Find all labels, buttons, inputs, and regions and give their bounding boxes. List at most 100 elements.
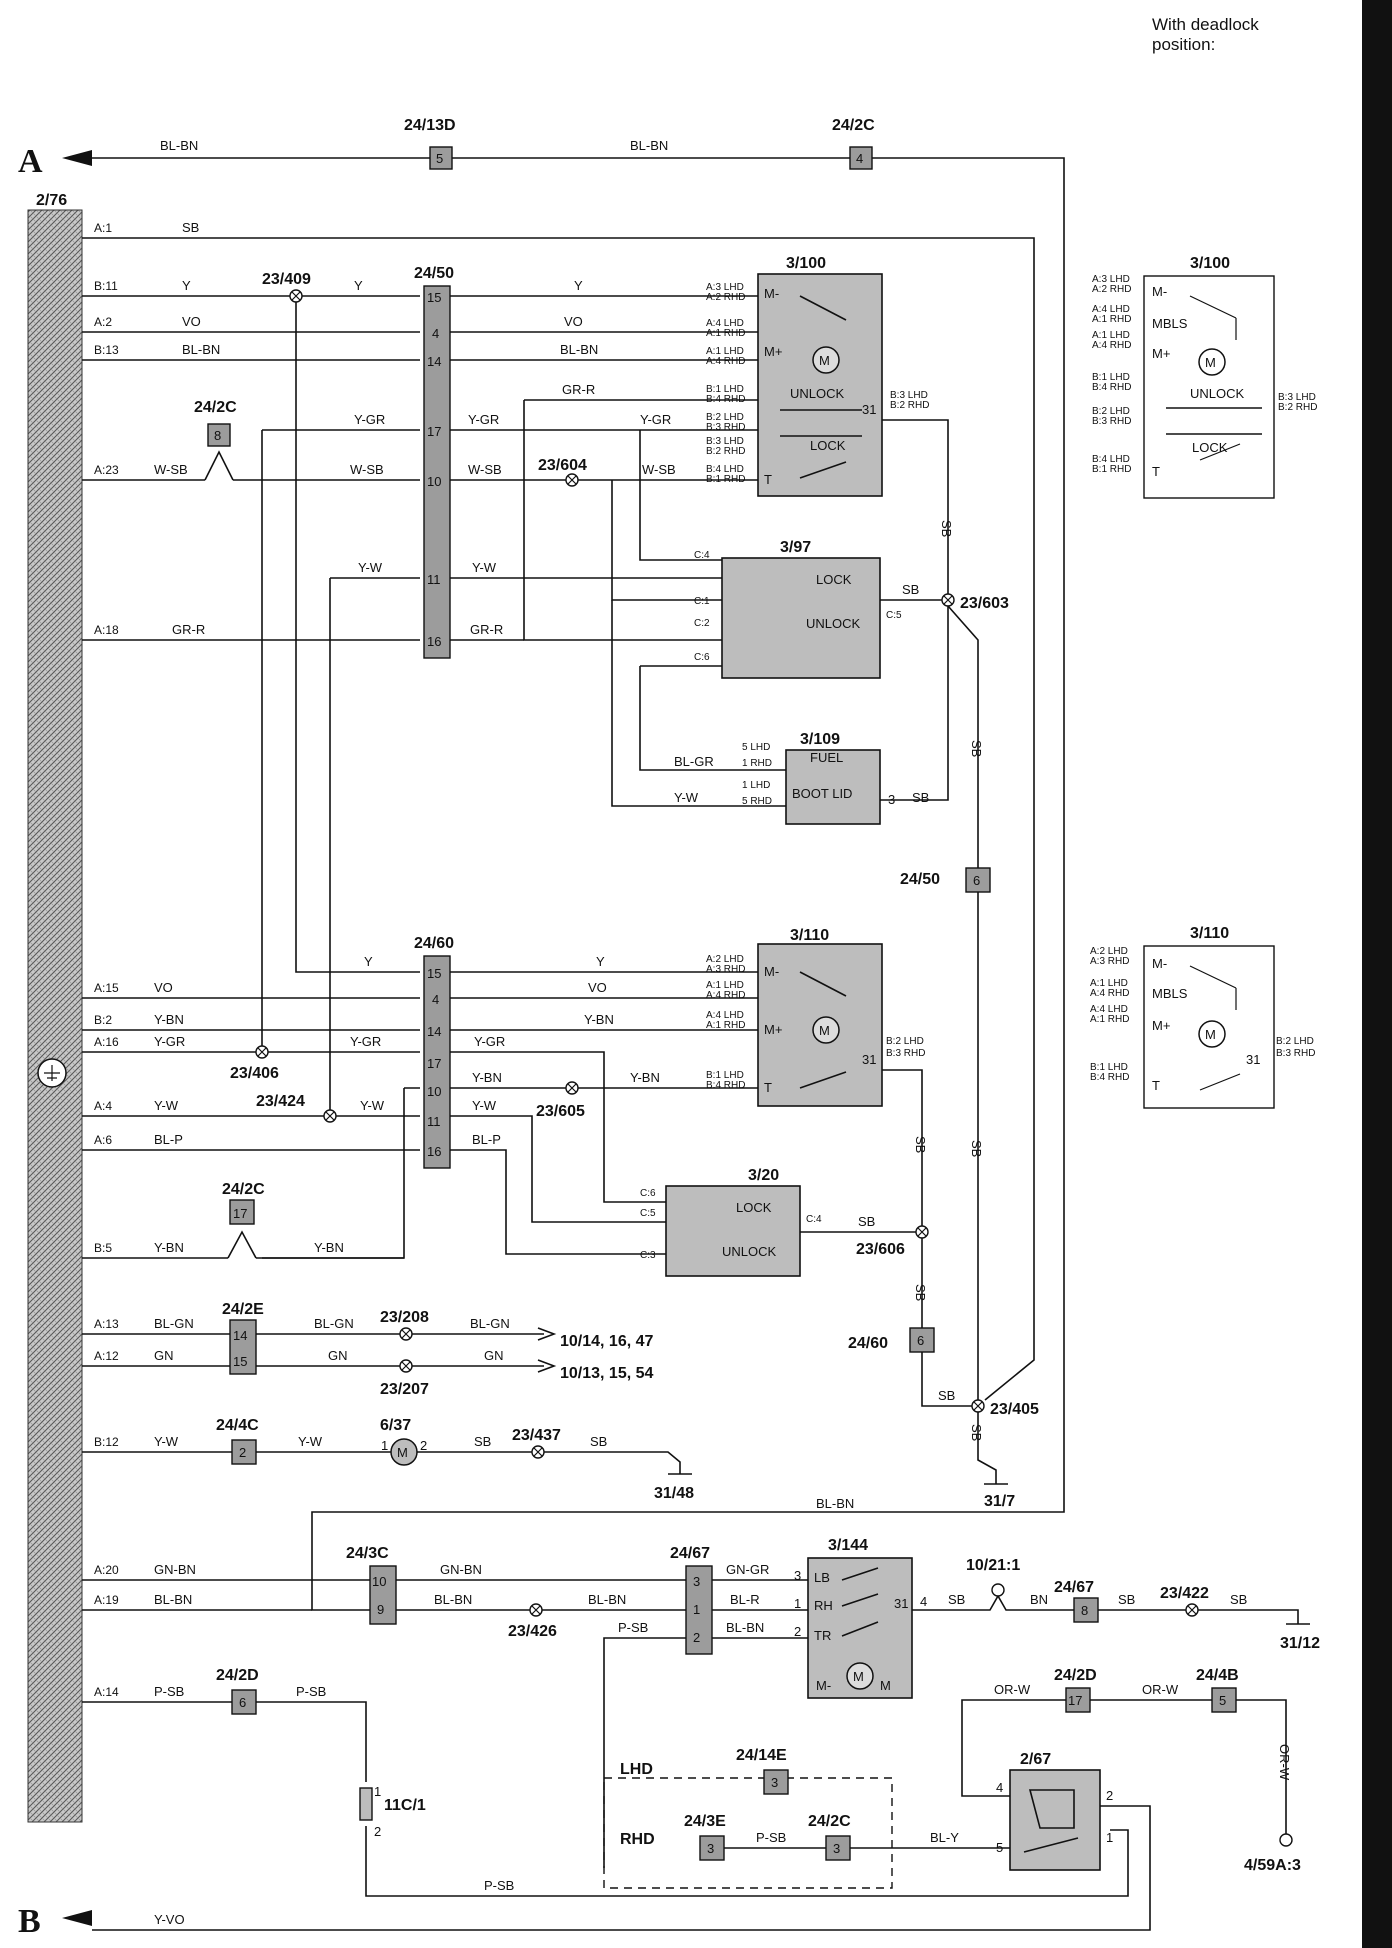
component-fuel-label: FUEL xyxy=(810,750,843,765)
pin-number: 1 xyxy=(794,1596,801,1611)
pin-label: B:3 RHD xyxy=(706,422,745,433)
wire-label: Y xyxy=(354,278,363,293)
pin-number: 4 xyxy=(996,1780,1003,1795)
inset-pin-m-minus: M- xyxy=(1152,284,1167,299)
component-pin-m-minus: M- xyxy=(764,286,779,301)
component-pin-m-minus: M- xyxy=(816,1678,831,1693)
pin-label: B:3 RHD xyxy=(1276,1048,1315,1059)
wire-label: Y-GR xyxy=(474,1034,505,1049)
splice-mark xyxy=(531,1605,541,1615)
splice-mark xyxy=(257,1047,267,1057)
wire-label: Y-W xyxy=(298,1434,323,1449)
pin-label: A:2 LHD xyxy=(1090,946,1128,957)
connector-ref: 24/13D xyxy=(404,117,456,134)
connector-ref: 24/3C xyxy=(346,1545,389,1562)
pin-number: 17 xyxy=(233,1206,247,1221)
wire-label: BL-BN xyxy=(154,1592,192,1607)
wire-label: Y xyxy=(596,954,605,969)
connector-ref: 24/14E xyxy=(736,1747,787,1764)
splice-mark xyxy=(401,1329,411,1339)
pin-number: 15 xyxy=(427,290,441,305)
inset-unlock-label: UNLOCK xyxy=(1190,386,1245,401)
component-pin-m-plus: M+ xyxy=(764,1022,782,1037)
inset-motor-label: M xyxy=(1205,355,1216,370)
wires-24-67-to-3-144 xyxy=(712,1579,808,1639)
wire-sb-a1 xyxy=(82,237,1035,1401)
wire-label: SB xyxy=(969,1140,984,1157)
connector-pin-label: A:23 xyxy=(94,463,119,477)
inset-ref-3-110: 3/110 xyxy=(1190,925,1229,942)
wire-label: BL-BN xyxy=(816,1496,854,1511)
connector-pin-label: A:2 xyxy=(94,315,112,329)
connector-ref: 24/67 xyxy=(1054,1579,1094,1596)
wire-sb-144 xyxy=(912,1594,1074,1611)
pin-label: A:4 RHD xyxy=(1090,988,1129,999)
component-ref-3-144: 3/144 xyxy=(828,1537,868,1554)
pin-number: 16 xyxy=(427,1144,441,1159)
splice-mark xyxy=(567,1083,577,1093)
pin-label: B:1 LHD xyxy=(1090,1062,1128,1073)
component-pin-t: T xyxy=(764,1080,772,1095)
connector-pin-label: B:13 xyxy=(94,343,119,357)
splice-mark xyxy=(973,1401,983,1411)
wire-label: Y-BN xyxy=(584,1012,614,1027)
pin-number: 3 xyxy=(771,1775,778,1790)
pin-number: 3 xyxy=(794,1568,801,1583)
component-ref-6-37: 6/37 xyxy=(380,1417,411,1434)
splice-ref: 23/604 xyxy=(538,457,587,474)
splice-ref: 23/605 xyxy=(536,1103,585,1120)
wire-label: Y-W xyxy=(472,1098,497,1113)
wire-label: Y-BN xyxy=(630,1070,660,1085)
inset-ref-3-100: 3/100 xyxy=(1190,255,1230,272)
pin-number: 4 xyxy=(432,992,439,1007)
pin-number: 31 xyxy=(894,1596,908,1611)
arrow-b-head-icon xyxy=(62,1910,92,1926)
connector-pin-label: A:19 xyxy=(94,1593,119,1607)
inset-3-110-pins: A:2 LHD A:3 RHD A:1 LHD A:4 RHD A:4 LHD … xyxy=(1090,946,1129,1083)
pin-number: 2 xyxy=(420,1438,427,1453)
splice-mark xyxy=(291,291,301,301)
wire-label: Y-GR xyxy=(354,412,385,427)
connector-ref: 24/2C xyxy=(194,399,237,416)
pin-label: B:2 RHD xyxy=(1278,402,1317,413)
wire-label: Y xyxy=(364,954,373,969)
wire-y-gr-a16 xyxy=(82,1051,666,1203)
component-pin-m-minus: M- xyxy=(764,964,779,979)
connector-ref: 4/59A:3 xyxy=(1244,1857,1301,1874)
pin-label: A:2 RHD xyxy=(706,292,745,303)
connector-fork xyxy=(227,1230,257,1259)
component-3-109 xyxy=(785,749,881,825)
motor-label: M xyxy=(853,1669,864,1684)
motor-label: M xyxy=(819,1023,830,1038)
pin-label: A:1 RHD xyxy=(706,328,745,339)
wire-label: GR-R xyxy=(470,622,503,637)
connector-pin-label: A:20 xyxy=(94,1563,119,1577)
wire-sb-109 xyxy=(880,606,949,801)
pin-label: A:2 LHD xyxy=(706,954,744,965)
wire-label: VO xyxy=(182,314,201,329)
wire-label: SB xyxy=(948,1592,965,1607)
connector-pin-label: A:6 xyxy=(94,1133,112,1147)
pin-number: 17 xyxy=(427,424,441,439)
pin-label: A:3 LHD xyxy=(1092,274,1130,285)
component-pin-31: 31 xyxy=(862,1052,876,1067)
connector-pin-box xyxy=(231,1439,257,1465)
component-rh-label: RH xyxy=(814,1598,833,1613)
fuse-ref: 11C/1 xyxy=(384,1797,426,1814)
wire-label: P-SB xyxy=(484,1878,514,1893)
wire-label: BL-BN xyxy=(182,342,220,357)
wire-label: GN-GR xyxy=(726,1562,769,1577)
pin-label: A:3 RHD xyxy=(706,964,745,975)
wire-label: Y-W xyxy=(154,1434,179,1449)
pin-number: 14 xyxy=(427,1024,441,1039)
component-pin-m-plus: M+ xyxy=(764,344,782,359)
component-3-20 xyxy=(665,1185,801,1277)
pin-number: 5 xyxy=(996,1840,1003,1855)
splice-mark xyxy=(325,1111,335,1121)
pin-label: A:1 LHD xyxy=(706,980,744,991)
wire-y-gr-97 xyxy=(639,430,722,561)
pin-label: B:2 RHD xyxy=(890,400,929,411)
wire-gr-r-down xyxy=(523,400,722,641)
inset-lock-label: LOCK xyxy=(1192,440,1228,455)
connector-ref: 24/60 xyxy=(848,1335,888,1352)
